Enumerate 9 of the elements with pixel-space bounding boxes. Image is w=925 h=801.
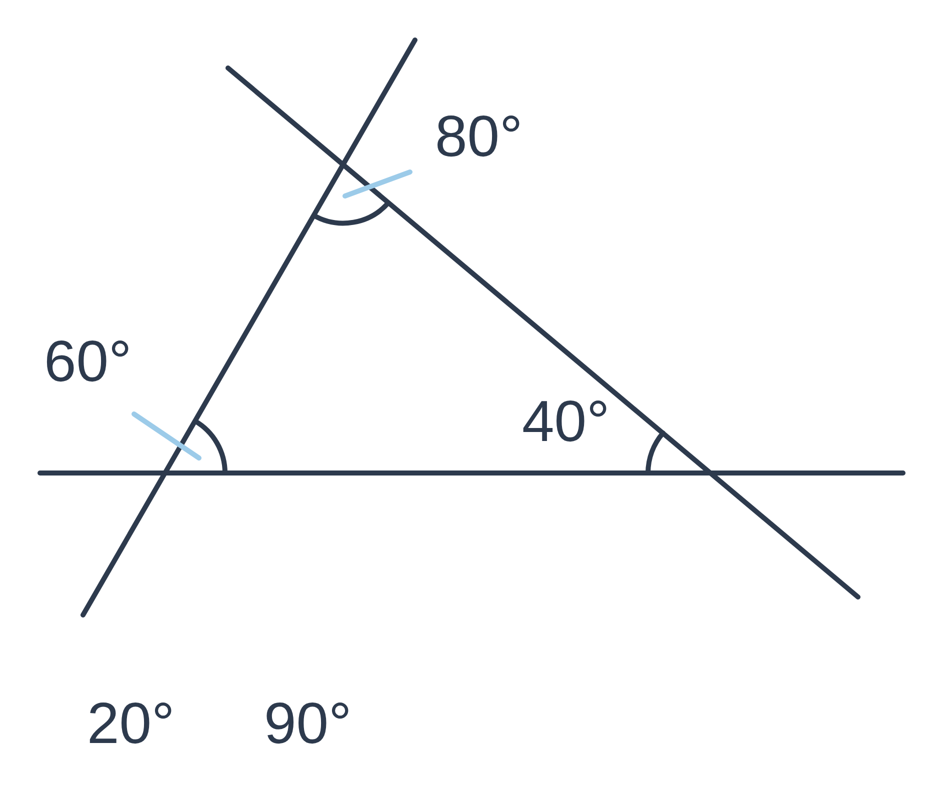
- leader-line: [342, 170, 412, 198]
- angle-label: 60°: [44, 333, 132, 391]
- leader-line: [132, 412, 202, 460]
- angle-arc: [312, 200, 391, 226]
- angle-label: 90°: [264, 695, 352, 753]
- angle-label: 80°: [435, 108, 523, 166]
- angle-label: 20°: [87, 695, 175, 753]
- angle-arc: [194, 418, 228, 474]
- angle-label: 40°: [522, 393, 610, 451]
